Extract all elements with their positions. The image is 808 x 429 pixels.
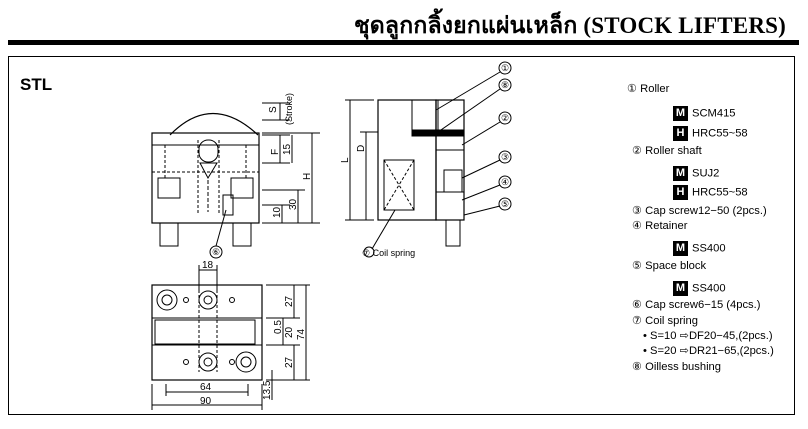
roller-hardness: HRC55~58 [692, 127, 748, 140]
coil-spring-label: ⑦ Coil spring [362, 248, 415, 258]
content-frame [8, 56, 795, 415]
dim-stroke: (Stroke) [284, 93, 294, 125]
dim-135: 13.5 [262, 380, 273, 400]
dim-15: 15 [282, 143, 293, 155]
legend-cap-screw-6: ⑥ Cap screw6−15 (4pcs.) [632, 299, 761, 311]
legend-coil-spring-s10: • S=10 ⇨DF20−45,(2pcs.) [643, 330, 773, 342]
callout-2: ② [501, 113, 509, 123]
callout-8: ⑧ [501, 80, 509, 90]
material-badge: M [673, 166, 688, 181]
callout-1: ① [501, 63, 509, 73]
retainer-material: SS400 [692, 242, 726, 255]
legend-spacer-material: M SS400 [673, 281, 726, 296]
side-view [345, 61, 512, 258]
legend-shaft-material: M SUJ2 [673, 166, 719, 181]
front-view [151, 102, 320, 259]
legend-retainer: ④ Retainer [632, 220, 688, 232]
spacer-material: SS400 [692, 282, 726, 295]
legend-coil-spring-s20: • S=20 ⇨DR21−65,(2pcs.) [643, 345, 774, 357]
callout-4: ④ [501, 177, 509, 187]
model-code: STL [20, 75, 53, 94]
legend-roller: ① Roller [627, 83, 670, 95]
dim-27a: 27 [284, 295, 295, 307]
dim-d: D [356, 145, 367, 152]
material-badge: M [673, 106, 688, 121]
legend-roller-material: M SCM415 [673, 106, 736, 121]
shaft-hardness: HRC55~58 [692, 186, 748, 199]
header-rule [8, 40, 799, 45]
dim-l: L [340, 157, 351, 163]
callout-3: ③ [501, 152, 509, 162]
dim-18: 18 [202, 260, 214, 271]
legend-retainer-material: M SS400 [673, 241, 726, 256]
dim-20: 20 [284, 326, 295, 338]
material-badge: M [673, 281, 688, 296]
dim-f: F [270, 149, 281, 155]
dim-64: 64 [200, 382, 212, 393]
legend-cap-screw-12: ③ Cap screw12−50 (2pcs.) [632, 205, 767, 217]
hardness-badge: H [673, 126, 688, 141]
roller-material: SCM415 [692, 107, 736, 120]
shaft-material: SUJ2 [692, 167, 720, 180]
dim-90: 90 [200, 396, 212, 407]
dim-05: 0.5 [273, 320, 284, 334]
dim-30: 30 [288, 198, 299, 210]
legend-roller-hardness: H HRC55~58 [673, 126, 748, 141]
callout-5: ⑤ [501, 199, 509, 209]
callout-6: ⑥ [212, 247, 220, 257]
material-badge: M [673, 241, 688, 256]
legend-oilless-bushing: ⑧ Oilless bushing [632, 361, 722, 373]
dim-10: 10 [272, 206, 283, 218]
legend-space-block: ⑤ Space block [632, 260, 707, 272]
dim-h: H [302, 173, 313, 180]
dim-27b: 27 [284, 356, 295, 368]
plan-view [151, 265, 310, 410]
dim-74: 74 [296, 328, 307, 340]
legend-coil-spring: ⑦ Coil spring [632, 315, 698, 327]
page-title: ชุดลูกกลิ้งยกแผ่นเหล็ก (STOCK LIFTERS) [353, 13, 786, 38]
hardness-badge: H [673, 185, 688, 200]
legend-roller-shaft: ② Roller shaft [632, 145, 702, 157]
legend-shaft-hardness: H HRC55~58 [673, 185, 748, 200]
dim-s: S [268, 106, 279, 113]
